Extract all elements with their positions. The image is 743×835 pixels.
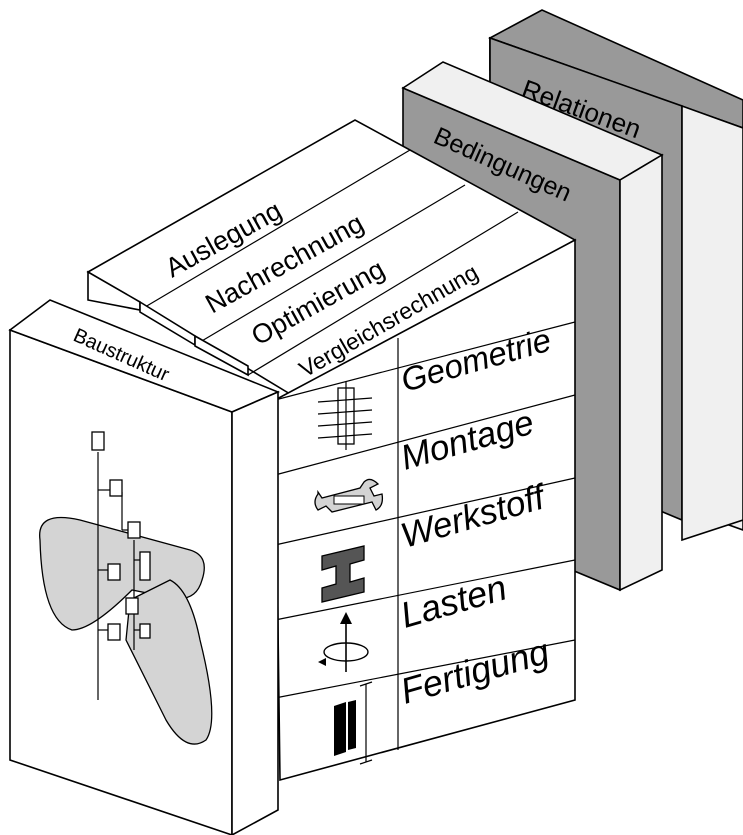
- row-divider-1: [274, 394, 576, 476]
- layer-3-edge: [194, 334, 249, 377]
- i-beam-section-icon: [321, 545, 365, 603]
- row-divider-4: [274, 639, 576, 699]
- baustruktur-right-face: [231, 390, 279, 835]
- relationen-right-face: [681, 104, 743, 542]
- row-divider-2: [274, 477, 576, 546]
- wrench-icon: [314, 478, 384, 513]
- structure-tree: [91, 431, 151, 700]
- torque-force-icon: [318, 612, 369, 672]
- layer-divider-2: [194, 184, 466, 346]
- row-divider-3: [274, 559, 576, 621]
- layer-divider-1: [139, 149, 411, 311]
- bolt-joint-icon: [317, 382, 373, 450]
- main-block: Auslegung Nachrechnung Optimierung Vergl…: [86, 119, 577, 782]
- bedingungen-right-face: [619, 153, 663, 592]
- row-divider-0: [274, 321, 576, 401]
- baustruktur-panel: Baustruktur: [8, 299, 281, 835]
- layer-divider-3: [247, 211, 519, 376]
- tolerance-profile-icon: [334, 681, 373, 765]
- structure-blob-2: [125, 579, 213, 745]
